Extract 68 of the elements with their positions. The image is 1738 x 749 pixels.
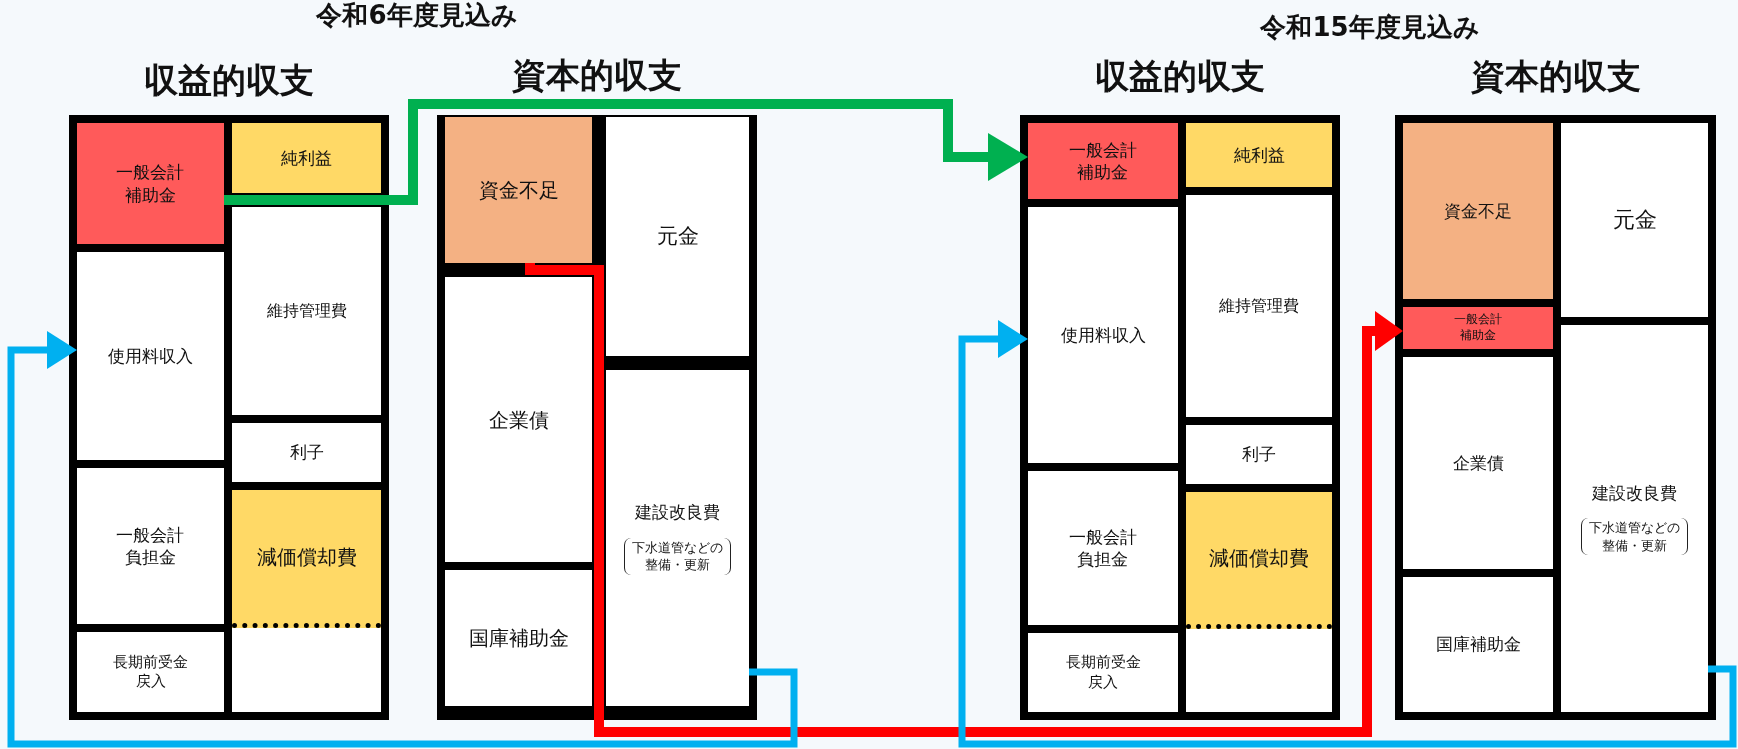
budget-block [1186,425,1332,484]
budget-block [1028,123,1178,199]
budget-block [232,123,381,193]
item-label: 長期前受金戻入 [112,652,189,692]
budget-block [1561,325,1708,712]
item-label: 長期前受金戻入 [1064,653,1142,692]
item-label: 減価償却費 [1209,545,1309,571]
period-title: 令和15年度見込み [1260,11,1480,44]
budget-block [1403,577,1553,712]
budget-block [1028,207,1178,463]
item-label: 純利益 [1233,143,1285,167]
item-label: 一般会計補助金 [115,161,186,206]
budget-block [1028,633,1178,712]
item-label: 一般会計負担金 [1068,525,1138,571]
balance-panel [69,62,389,720]
item-label: 維持管理費 [1219,295,1299,317]
budget-block [1186,123,1332,187]
item-label: 維持管理費 [266,300,347,322]
budget-block [1403,307,1553,349]
item-label: 一般会計負担金 [115,523,186,569]
budget-block [606,370,749,706]
budget-block [606,117,749,356]
item-label: 一般会計補助金 [1453,312,1503,344]
item-label: 減価償却費 [256,543,357,570]
budget-block [77,252,224,460]
item-label: 資金不足 [1444,199,1512,223]
item-label: 元金 [656,222,699,250]
budget-block [77,468,224,624]
item-label: 利子 [289,441,324,464]
arrow [224,99,1028,205]
item-label: 企業債 [1452,451,1504,475]
budget-block [1186,492,1332,629]
panel-heading: 収益的収支 [1094,55,1266,98]
item-label: 一般会計補助金 [1068,138,1138,184]
budget-block [77,123,224,244]
arrow [7,331,798,748]
panel-heading: 資本的収支 [1469,55,1642,98]
budget-block [445,277,592,562]
budget-block [232,490,381,628]
budget-block [1028,471,1178,625]
budget-block [232,207,381,415]
budget-block [232,628,381,712]
budget-block [1561,123,1708,317]
panel-heading: 資本的収支 [511,54,683,97]
period-title: 令和6年度見込み [316,0,518,32]
item-label: 建設改良費 [1592,481,1677,504]
budget-block [445,570,592,706]
item-label: 純利益 [281,146,332,170]
budget-block [1186,195,1332,417]
budget-block [1403,357,1553,569]
item-label: 企業債 [488,406,549,433]
budget-block [232,423,381,482]
item-label: 資金不足 [478,177,559,203]
item-label: 建設改良費 [635,501,720,524]
budget-block [445,117,592,263]
item-label: 使用料収入 [108,344,193,368]
budget-block [1186,629,1332,712]
panel-heading: 収益的収支 [143,62,315,99]
item-label: 利子 [1242,443,1276,466]
bracket-note: 下水道管などの整備・更新 [1581,518,1688,556]
item-label: 元金 [1612,205,1657,234]
item-label: 使用料収入 [1060,323,1146,347]
item-label: 国庫補助金 [468,625,569,651]
budget-block [1403,123,1553,299]
arrow [958,320,1737,748]
item-label: 国庫補助金 [1435,633,1521,656]
budget-block [77,632,224,712]
bracket-note: 下水道管などの整備・更新 [624,537,731,575]
